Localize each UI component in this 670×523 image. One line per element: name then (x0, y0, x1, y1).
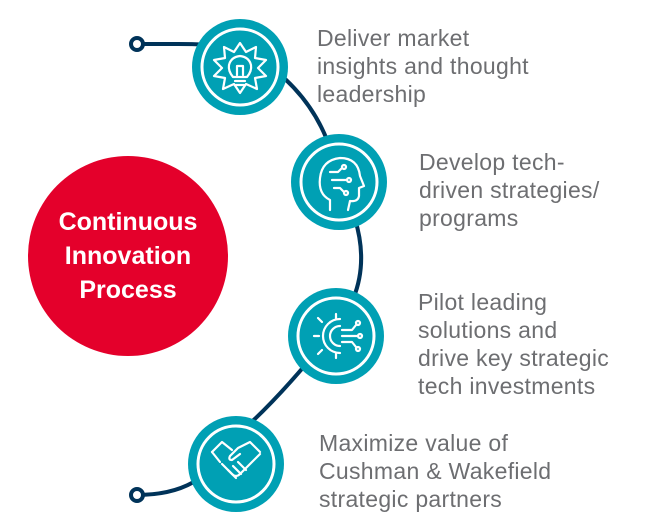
ai-head-icon (318, 156, 366, 212)
step-node-3 (288, 288, 384, 384)
process-hub-circle: Continuous Innovation Process (28, 156, 228, 356)
step-label-3: Pilot leading solutions and drive key st… (418, 288, 609, 400)
step-1-line-1: Deliver market (317, 25, 470, 51)
connector-start-dot (129, 36, 145, 52)
step-4-line-3: strategic partners (319, 486, 503, 512)
step-label-1: Deliver market insights and thought lead… (317, 24, 529, 108)
step-4-line-1: Maximize value of (319, 430, 509, 456)
handshake-icon (210, 440, 262, 480)
tech-gear-icon (312, 312, 364, 360)
step-4-line-2: Cushman & Wakefield (319, 458, 552, 484)
step-label-2: Develop tech- driven strategies/ program… (419, 148, 600, 232)
step-label-4: Maximize value of Cushman & Wakefield st… (319, 429, 551, 513)
hub-title-line-1: Continuous (58, 208, 198, 236)
connector-end-dot (129, 487, 145, 503)
step-2-line-3: programs (419, 205, 519, 231)
step-1-line-3: leadership (317, 81, 427, 107)
step-2-line-1: Develop tech- (419, 149, 565, 175)
hub-title-line-3: Process (79, 276, 177, 304)
step-3-line-3: drive key strategic (418, 345, 610, 371)
step-3-line-4: tech investments (418, 373, 596, 399)
lightbulb-icon (212, 41, 268, 95)
step-2-line-2: driven strategies/ (419, 177, 600, 203)
step-3-line-1: Pilot leading (418, 289, 548, 315)
hub-title-line-2: Innovation (64, 242, 192, 270)
step-node-4 (188, 416, 284, 512)
step-node-2 (291, 134, 387, 230)
step-1-line-2: insights and thought (317, 53, 529, 79)
step-3-line-2: solutions and (418, 317, 558, 343)
step-node-1 (192, 19, 288, 115)
